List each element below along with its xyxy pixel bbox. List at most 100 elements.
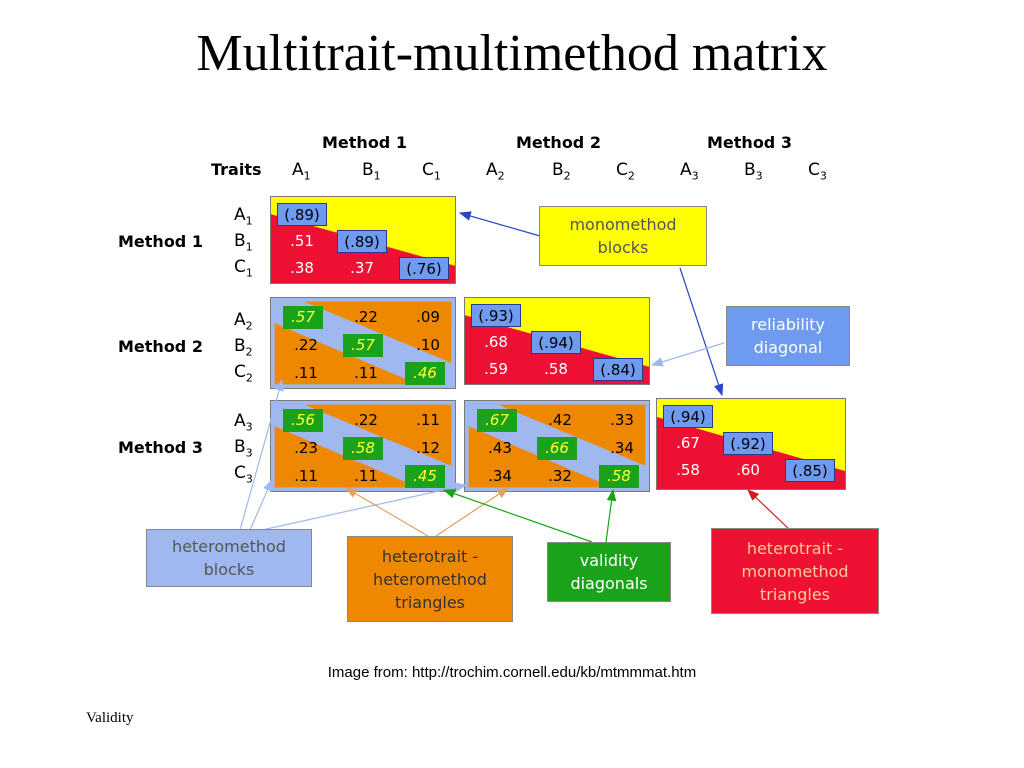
heterotrait-value: .59 — [484, 360, 508, 378]
monomethod-label-line-1: monomethod — [569, 215, 677, 234]
reliability-cell: (.89) — [337, 230, 387, 253]
validity-cell: .58 — [343, 437, 383, 460]
heterotrait-heteromethod-value: .22 — [354, 308, 378, 326]
method-1-row-label: Method 1 — [118, 232, 203, 251]
htmm-label-line-3: triangles — [759, 584, 831, 604]
heterotrait-heteromethod-value: .11 — [416, 411, 440, 429]
heteromethod-blocks-label: heteromethod blocks — [146, 529, 312, 587]
heterotrait-heteromethod-value: .11 — [354, 364, 378, 382]
heterotrait-heteromethod-value: .11 — [354, 467, 378, 485]
heterotrait-heteromethod-value: .10 — [416, 336, 440, 354]
heterotrait-value: .60 — [736, 461, 760, 479]
heterotrait-heteromethod-value: .11 — [294, 467, 318, 485]
heterotrait-heteromethod-value: .22 — [354, 411, 378, 429]
row-trait-c1: C1 — [234, 257, 253, 280]
arrow-monomethod-to-m1 — [458, 211, 541, 237]
heterotrait-value: .58 — [676, 461, 700, 479]
row-trait-a3: A3 — [234, 411, 253, 434]
hthm-label-line-1: heterotrait - — [381, 546, 479, 566]
reliability-label-line-2: diagonal — [753, 338, 823, 357]
heterotrait-monomethod-label: heterotrait - monomethod triangles — [711, 528, 879, 614]
reliability-cell: (.89) — [277, 203, 327, 226]
slide-title: Multitrait-multimethod matrix — [196, 25, 828, 82]
slide-footer: Validity — [86, 710, 134, 726]
col-trait-c1: C1 — [422, 160, 441, 183]
col-trait-a1: A1 — [292, 160, 311, 183]
validity-cell: .56 — [283, 409, 323, 432]
hthm-label-line-2: heteromethod — [373, 569, 487, 589]
monomethod-blocks-label: monomethod blocks — [539, 206, 707, 266]
row-trait-b3: B3 — [234, 437, 253, 460]
reliability-cell: (.85) — [785, 459, 835, 482]
row-trait-a1: A1 — [234, 205, 253, 228]
image-source-caption: Image from: http://trochim.cornell.edu/k… — [327, 664, 697, 681]
method-3-row-label: Method 3 — [118, 438, 203, 457]
validity-cell: .67 — [477, 409, 517, 432]
monomethod-block-2: (.93)(.94)(.84).68.59.58 — [464, 297, 650, 385]
reliability-cell: (.76) — [399, 257, 449, 280]
traits-header: Traits — [211, 160, 262, 179]
heterotrait-heteromethod-value: .34 — [610, 439, 634, 457]
reliability-cell: (.92) — [723, 432, 773, 455]
row-trait-c2: C2 — [234, 362, 253, 385]
heterotrait-heteromethod-value: .43 — [488, 439, 512, 457]
heterotrait-value: .51 — [290, 232, 314, 250]
col-trait-a3: A3 — [680, 160, 699, 183]
heterotrait-value: .37 — [350, 259, 374, 277]
heteromethod-block-3-1: .56 .58 .45 .22 .11 .12 .23 .11 .11 — [270, 400, 456, 492]
heterotrait-value: .38 — [290, 259, 314, 277]
row-trait-b2: B2 — [234, 336, 253, 359]
heterotrait-heteromethod-value: .32 — [548, 467, 572, 485]
row-trait-b1: B1 — [234, 231, 253, 254]
arrow-monomethod-to-m3 — [679, 267, 724, 397]
row-trait-a2: A2 — [234, 310, 253, 333]
validity-cell: .66 — [537, 437, 577, 460]
heterotrait-heteromethod-value: .22 — [294, 336, 318, 354]
reliability-cell: (.84) — [593, 358, 643, 381]
validity-cell: .57 — [343, 334, 383, 357]
validity-cell: .58 — [599, 465, 639, 488]
method-2-header: Method 2 — [516, 133, 601, 152]
arrow-reliability — [650, 342, 725, 367]
heteromethod-block-3-2: .67.66.58.42.33.34.43.34.32 — [464, 400, 650, 492]
col-trait-a2: A2 — [486, 160, 505, 183]
heterotrait-heteromethod-value: .09 — [416, 308, 440, 326]
col-trait-b1: B1 — [362, 160, 381, 183]
heterotrait-heteromethod-value: .11 — [294, 364, 318, 382]
heteromethod-label-line-1: heteromethod — [172, 537, 286, 556]
method-1-header: Method 1 — [322, 133, 407, 152]
reliability-cell: (.94) — [663, 405, 713, 428]
row-trait-c3: C3 — [234, 463, 253, 486]
arrow-hthm-1 — [344, 487, 429, 537]
arrow-htmm — [747, 489, 791, 531]
arrow-heteromethod-2 — [249, 478, 273, 531]
method-3-header: Method 3 — [707, 133, 792, 152]
heterotrait-heteromethod-value: .12 — [416, 439, 440, 457]
monomethod-label-line-2: blocks — [597, 238, 649, 257]
htmm-label-line-2: monomethod — [741, 561, 849, 581]
heteromethod-label-line-2: blocks — [203, 560, 255, 579]
col-trait-c2: C2 — [616, 160, 635, 183]
validity-label-line-1: validity — [579, 551, 639, 570]
htmm-label-line-1: heterotrait - — [746, 538, 844, 558]
heterotrait-heteromethod-value: .34 — [488, 467, 512, 485]
col-trait-b2: B2 — [552, 160, 571, 183]
reliability-cell: (.93) — [471, 304, 521, 327]
heterotrait-heteromethod-value: .33 — [610, 411, 634, 429]
heterotrait-value: .58 — [544, 360, 568, 378]
validity-diagonals-label: validity diagonals — [547, 542, 671, 602]
monomethod-block-3: (.94) (.92) (.85) .67 .58 .60 — [656, 398, 846, 490]
method-2-row-label: Method 2 — [118, 337, 203, 356]
validity-cell: .45 — [405, 465, 445, 488]
heterotrait-value: .67 — [676, 434, 700, 452]
arrow-validity-2 — [605, 488, 617, 543]
validity-cell: .46 — [405, 362, 445, 385]
monomethod-block-1: (.89) (.89) (.76) .51 .38 .37 — [270, 196, 456, 284]
reliability-label-line-1: reliability — [751, 315, 825, 334]
heterotrait-heteromethod-value: .23 — [294, 439, 318, 457]
heterotrait-heteromethod-label: heterotrait - heteromethod triangles — [347, 536, 513, 622]
validity-cell: .57 — [283, 306, 323, 329]
reliability-diagonal-label: reliability diagonal — [726, 306, 850, 366]
arrow-hthm-2 — [435, 487, 509, 537]
col-trait-b3: B3 — [744, 160, 763, 183]
